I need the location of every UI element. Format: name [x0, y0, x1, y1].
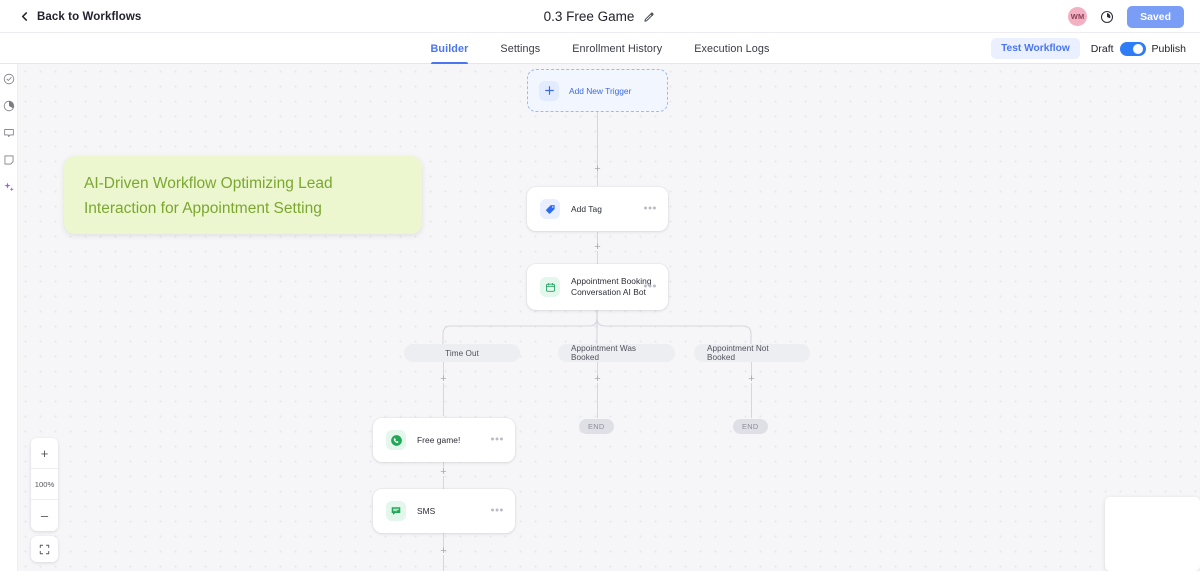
node-appointment-booking-label: Appointment Booking Conversation AI Bot: [571, 276, 652, 298]
branch-pill-appointment-not-booked[interactable]: Appointment Not Booked: [694, 344, 810, 362]
connector-notbooked-b: [751, 383, 753, 418]
publish-toggle[interactable]: [1119, 41, 1146, 56]
tab-settings[interactable]: Settings: [500, 42, 541, 55]
top-bar-right-group: WM Saved: [1068, 0, 1184, 33]
connector-addtag-to-booking-a: [597, 232, 599, 249]
fit-screen-button[interactable]: [31, 536, 58, 562]
branch-pill-time-out[interactable]: Time Out: [404, 344, 520, 362]
whatsapp-phone-icon: [386, 430, 406, 450]
connector-notbooked-a: [751, 362, 753, 378]
connector-timeout-a: [443, 362, 445, 378]
workflow-canvas[interactable]: + + Time Out Appointment Was Booked Appo…: [18, 64, 1200, 571]
note-square-icon[interactable]: [3, 154, 15, 166]
publish-label: Publish: [1151, 42, 1186, 55]
end-node-not-booked: END: [733, 419, 768, 434]
draft-label: Draft: [1090, 42, 1114, 55]
fit-screen-icon: [39, 544, 50, 554]
zoom-out-button[interactable]: –: [40, 508, 49, 523]
connector-freegame-to-sms-b: [443, 476, 445, 490]
connector-trigger-to-addtag: [597, 112, 599, 171]
chevron-left-icon: [21, 12, 28, 21]
add-step-marker[interactable]: +: [440, 373, 447, 385]
workflow-title-group: 0.3 Free Game: [0, 0, 1200, 33]
calendar-icon: [540, 277, 560, 297]
branch-connector: [442, 310, 752, 345]
node-free-game[interactable]: Free game! •••: [373, 418, 515, 462]
node-label-line-1: Appointment Booking: [571, 276, 652, 286]
node-sms-label: SMS: [417, 505, 436, 516]
tab-bar-actions: Test Workflow Draft Publish: [991, 33, 1186, 64]
plus-glyph: [544, 86, 554, 95]
zoom-level-label[interactable]: 100%: [31, 469, 58, 500]
zoom-controls: + 100% –: [31, 438, 58, 531]
node-free-game-label: Free game!: [417, 434, 461, 445]
node-add-tag-menu[interactable]: •••: [643, 202, 657, 215]
page-title: 0.3 Free Game: [543, 9, 635, 24]
sticky-note-annotation[interactable]: AI-Driven Workflow Optimizing Lead Inter…: [64, 156, 422, 234]
back-to-workflows-label: Back to Workflows: [37, 10, 142, 23]
add-step-marker[interactable]: +: [594, 163, 601, 175]
pie-chart-icon[interactable]: [3, 100, 15, 112]
publish-toggle-group: Draft Publish: [1090, 41, 1186, 56]
node-appointment-booking-menu[interactable]: •••: [643, 280, 657, 293]
toggle-knob: [1132, 43, 1143, 54]
add-new-trigger-node[interactable]: Add New Trigger: [527, 69, 668, 112]
node-add-tag[interactable]: Add Tag •••: [527, 187, 668, 231]
avatar[interactable]: WM: [1068, 7, 1088, 26]
calendar-glyph: [545, 282, 555, 292]
plus-icon: [539, 80, 559, 101]
pencil-icon[interactable]: [643, 10, 656, 23]
tab-execution-logs[interactable]: Execution Logs: [694, 42, 770, 55]
connector-booked-a: [597, 362, 599, 378]
add-step-marker[interactable]: +: [440, 466, 447, 478]
node-label-line-2: Conversation AI Bot: [571, 287, 646, 297]
tab-builder[interactable]: Builder: [430, 33, 469, 64]
connector-booked-b: [597, 383, 599, 418]
sticky-note-line-2: Interaction for Appointment Setting: [84, 200, 322, 217]
connector-segment: [597, 171, 599, 186]
connector-sms-down-a: [443, 533, 445, 550]
add-new-trigger-label: Add New Trigger: [569, 85, 632, 96]
end-node-booked: END: [579, 419, 614, 434]
sparkle-ai-icon[interactable]: [3, 181, 15, 193]
left-icon-rail: [0, 64, 18, 571]
add-step-marker[interactable]: +: [594, 373, 601, 385]
branch-pill-appointment-was-booked[interactable]: Appointment Was Booked: [558, 344, 675, 362]
saved-button[interactable]: Saved: [1127, 5, 1184, 28]
top-bar: Back to Workflows 0.3 Free Game WM Saved: [0, 0, 1200, 33]
connector-freegame-to-sms-a: [443, 453, 445, 471]
connector-addtag-to-booking-b: [597, 251, 599, 264]
test-workflow-button[interactable]: Test Workflow: [991, 38, 1080, 59]
sms-chat-icon: [386, 501, 406, 521]
minimap-panel[interactable]: [1105, 497, 1200, 571]
add-step-marker[interactable]: +: [440, 545, 447, 557]
node-free-game-menu[interactable]: •••: [490, 433, 504, 446]
whatsapp-glyph: [390, 434, 402, 446]
node-appointment-booking[interactable]: Appointment Booking Conversation AI Bot …: [527, 264, 668, 310]
connector-sms-down-b: [443, 555, 445, 571]
zoom-in-button[interactable]: +: [31, 438, 58, 469]
history-clock-icon[interactable]: [1100, 10, 1114, 24]
tag-glyph: [545, 204, 555, 214]
tab-list: Builder Settings Enrollment History Exec…: [0, 33, 1200, 64]
tab-bar: Builder Settings Enrollment History Exec…: [0, 33, 1200, 64]
tab-enrollment-history[interactable]: Enrollment History: [572, 42, 663, 55]
chat-bubble-icon[interactable]: [3, 127, 15, 139]
back-to-workflows-link[interactable]: Back to Workflows: [20, 0, 141, 33]
tag-icon: [540, 199, 560, 219]
node-add-tag-label: Add Tag: [571, 203, 602, 214]
sms-glyph: [391, 507, 401, 515]
sticky-note-line-1: AI-Driven Workflow Optimizing Lead: [84, 175, 333, 192]
check-circle-icon[interactable]: [3, 73, 15, 85]
add-step-marker[interactable]: +: [748, 373, 755, 385]
add-step-marker[interactable]: +: [594, 241, 601, 253]
node-sms[interactable]: SMS •••: [373, 489, 515, 533]
node-sms-menu[interactable]: •••: [490, 504, 504, 517]
connector-timeout-b: [443, 383, 445, 416]
